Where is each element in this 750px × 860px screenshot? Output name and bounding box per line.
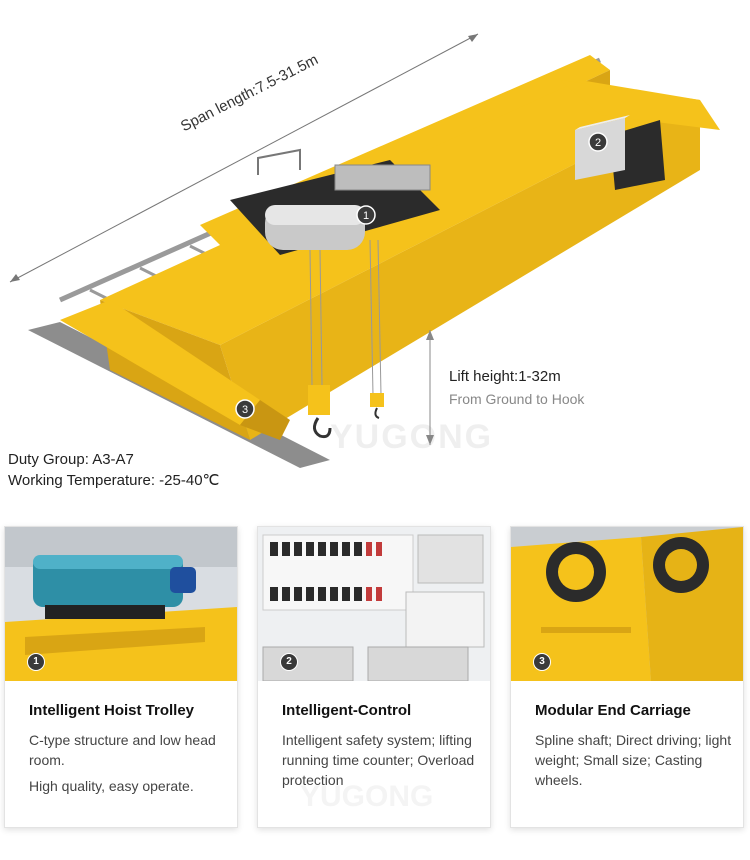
feature-card-control: 2 Intelligent-Control Intelligent safety… [257, 526, 491, 828]
working-temperature-label: Working Temperature: -25-40℃ [8, 472, 220, 489]
card-description: C-type structure and low head room. [29, 732, 216, 768]
card-badge: 2 [280, 653, 298, 671]
main-hook-block [308, 385, 330, 415]
card-description: Intelligent safety system; lifting runni… [282, 732, 475, 788]
card-description: Spline shaft; Direct driving; light weig… [535, 732, 732, 788]
end-carriage-photo: 3 [511, 527, 743, 681]
card-badge: 1 [27, 653, 45, 671]
card-description-secondary: High quality, easy operate. [29, 778, 194, 794]
span-dimension-line [9, 33, 479, 283]
marker-1-label: 1 [363, 210, 369, 222]
crane-hero: 1 2 3 Span length:7.5-31.5m YUGONG Lift … [8, 33, 720, 489]
marker-1: 1 [356, 205, 376, 225]
marker-2: 2 [588, 132, 608, 152]
footer-watermark: YUGONG [300, 780, 434, 813]
marker-2-label: 2 [595, 137, 601, 149]
end-carriage-right [560, 80, 720, 130]
crane-illustration: 1 2 3 [9, 33, 720, 468]
hero-watermark: YUGONG [330, 418, 494, 456]
feature-card-hoist-trolley: 1 Intelligent Hoist Trolley C-type struc… [4, 526, 238, 828]
marker-3-label: 3 [242, 404, 248, 416]
card-title: Intelligent-Control [282, 702, 412, 719]
hoist-trolley-photo: 1 [5, 527, 237, 681]
control-panel-photo: 2 [258, 527, 490, 681]
card-title: Intelligent Hoist Trolley [29, 702, 195, 719]
card-badge: 3 [533, 653, 551, 671]
lift-height-label: Lift height:1-32m [449, 368, 561, 385]
card-title: Modular End Carriage [535, 702, 691, 719]
lift-height-sublabel: From Ground to Hook [449, 391, 585, 407]
aux-hook-block [370, 393, 384, 407]
end-carriage-left [60, 300, 260, 425]
duty-group-label: Duty Group: A3-A7 [8, 451, 134, 468]
feature-card-end-carriage: 3 Modular End Carriage Spline shaft; Dir… [510, 526, 744, 828]
hoist-trolley [230, 148, 440, 255]
marker-3: 3 [235, 399, 255, 419]
